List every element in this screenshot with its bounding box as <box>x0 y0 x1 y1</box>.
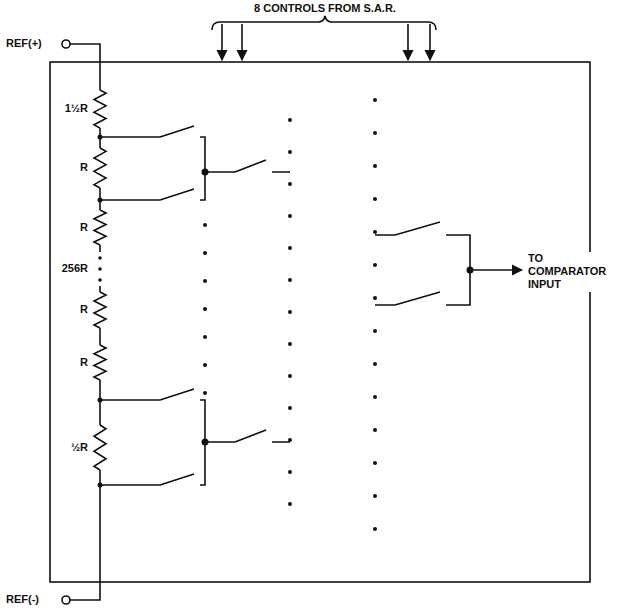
dot <box>373 164 377 168</box>
dot <box>373 263 377 267</box>
dot <box>288 502 292 506</box>
resistor-symbol <box>94 148 106 188</box>
dot <box>373 197 377 201</box>
switch-pair <box>100 389 205 485</box>
dot <box>288 182 292 186</box>
dot <box>288 214 292 218</box>
dot <box>373 461 377 465</box>
dot <box>203 251 207 255</box>
dot <box>373 527 377 531</box>
resistor-symbol <box>94 292 106 328</box>
dot <box>203 279 207 283</box>
resistor-symbol <box>94 425 106 470</box>
resistor-value: ½R <box>69 441 90 454</box>
pin-name: REF(-) <box>4 593 41 606</box>
resistor-value: 1½R <box>63 102 90 115</box>
dot <box>373 494 377 498</box>
dot <box>203 391 207 395</box>
output-label: TO COMPARATOR INPUT <box>526 252 606 292</box>
resistor-symbols <box>94 90 106 470</box>
dot <box>288 342 292 346</box>
ic-outline <box>50 62 590 582</box>
dot <box>373 428 377 432</box>
dot <box>288 438 292 442</box>
wire <box>70 44 100 90</box>
dot <box>288 310 292 314</box>
switch <box>205 160 290 172</box>
resistor-symbol <box>94 210 106 245</box>
control-arrow <box>429 24 431 60</box>
dot <box>373 98 377 102</box>
resistor-value: 256R <box>60 262 90 275</box>
switch-pair <box>100 126 205 200</box>
control-label: 8 CONTROLS FROM S.A.R. <box>252 2 398 15</box>
dot <box>288 118 292 122</box>
dot <box>373 329 377 333</box>
dot <box>203 307 207 311</box>
dot <box>373 296 377 300</box>
dot <box>373 230 377 234</box>
switch <box>205 430 290 442</box>
dot <box>288 470 292 474</box>
dot <box>373 395 377 399</box>
dot <box>288 374 292 378</box>
dot-columns <box>203 98 377 531</box>
resistor-value: R <box>78 221 90 234</box>
output-arrow <box>470 269 522 271</box>
control-arrow <box>221 24 223 60</box>
dot <box>288 278 292 282</box>
resistor-symbol <box>94 345 106 380</box>
dot <box>203 335 207 339</box>
wire <box>70 470 100 600</box>
dot <box>203 223 207 227</box>
dot <box>288 150 292 154</box>
control-arrow <box>241 24 243 60</box>
pin-name: REF(+) <box>4 37 44 50</box>
control-arrow <box>407 24 409 60</box>
ref-terminal <box>62 40 70 48</box>
resistor-value: R <box>78 161 90 174</box>
resistor-value: R <box>78 356 90 369</box>
dot <box>288 246 292 250</box>
control-bracket <box>212 16 436 30</box>
dot <box>373 362 377 366</box>
dot <box>203 363 207 367</box>
switch-pair <box>375 222 470 305</box>
dot <box>288 406 292 410</box>
resistor-value: R <box>78 303 90 316</box>
dot <box>373 131 377 135</box>
ref-terminal <box>62 596 70 604</box>
resistor-symbol <box>94 90 106 128</box>
